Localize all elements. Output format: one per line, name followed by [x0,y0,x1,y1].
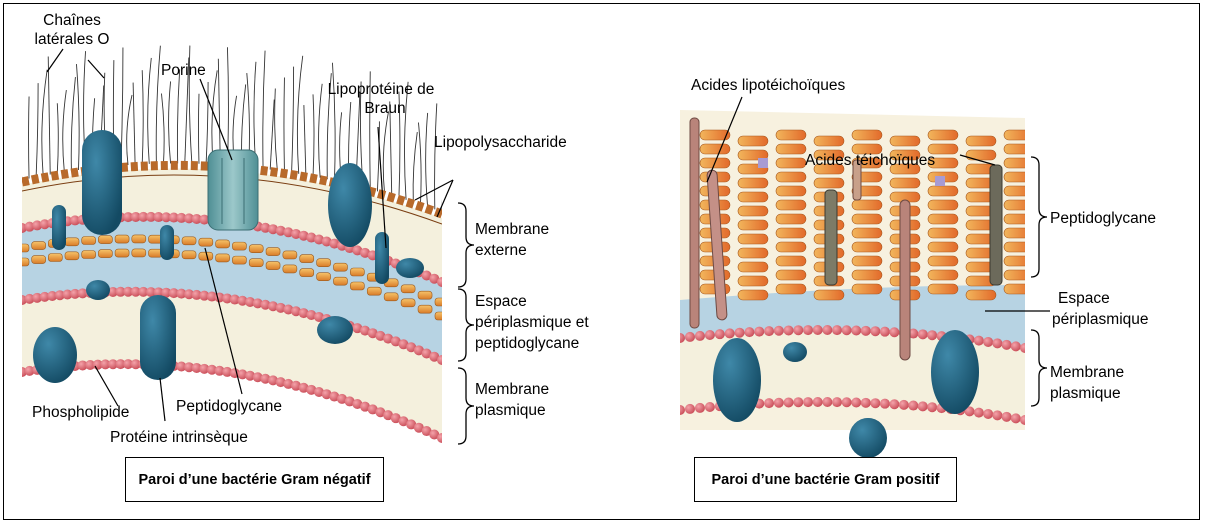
label-braun-2: Braun [355,99,415,118]
label-plasma-membrane-2: plasmique [475,401,546,420]
label-lipoteichoic: Acides lipotéichoïques [691,76,845,95]
label-phospholipid: Phospholipide [32,403,129,422]
label-periplasm-right-2: périplasmique [1052,310,1149,329]
label-peptidoglycan-left: Peptidoglycane [176,397,282,416]
label-porin: Porine [161,61,206,80]
label-o-chains-1: Chaînes [30,11,114,30]
caption-gram-negative: Paroi d’une bactérie Gram négatif [125,457,384,502]
label-periplasm-1: Espace [475,292,527,311]
label-braun-1: Lipoprotéine de [312,80,450,99]
label-integral-protein: Protéine intrinsèque [110,428,248,447]
label-periplasm-3: peptidoglycane [475,334,579,353]
label-o-chains-2: latérales O [24,30,120,49]
label-outer-membrane-2: externe [475,241,527,260]
gram-negative-braces [458,203,474,444]
label-plasma-membrane-right-2: plasmique [1050,384,1121,403]
caption-gram-positive: Paroi d’une bactérie Gram positif [694,457,957,502]
gram-positive-braces [1031,157,1047,406]
label-plasma-membrane-1: Membrane [475,380,549,399]
label-periplasm-2: périplasmique et [475,313,589,332]
label-outer-membrane-1: Membrane [475,220,549,239]
label-plasma-membrane-right-1: Membrane [1050,363,1124,382]
label-peptidoglycan-right: Peptidoglycane [1050,209,1156,228]
label-lps: Lipopolysaccharide [434,133,567,152]
label-teichoic: Acides téichoïques [805,151,935,170]
label-periplasm-right-1: Espace [1058,289,1110,308]
